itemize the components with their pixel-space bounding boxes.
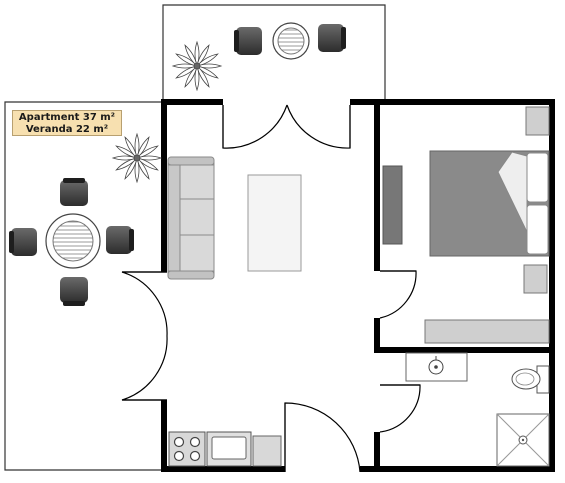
nightstand xyxy=(525,106,550,136)
tv-cabinet xyxy=(382,165,403,245)
plant-icon xyxy=(171,40,223,92)
chair-icon xyxy=(106,226,134,254)
chair-icon xyxy=(234,27,262,55)
walls xyxy=(161,99,555,472)
nightstand xyxy=(523,264,548,294)
chair-icon xyxy=(60,178,88,206)
kitchen-sink-icon xyxy=(206,431,252,467)
stove-icon xyxy=(168,431,206,467)
area-legend: Apartment 37 m² Veranda 22 m² xyxy=(12,110,122,136)
sink-icon xyxy=(405,352,468,382)
sofa xyxy=(167,156,215,280)
veranda-outline xyxy=(4,4,386,471)
bed xyxy=(429,150,550,257)
apartment-area-label: Apartment 37 m² xyxy=(18,112,116,123)
door-leaves xyxy=(122,105,420,472)
toilet-icon xyxy=(511,365,550,394)
chair-icon xyxy=(318,24,346,52)
coffee-table xyxy=(247,174,302,272)
chair-icon xyxy=(60,277,88,306)
round-table-left xyxy=(45,213,101,269)
chair-icon xyxy=(9,228,37,256)
fridge xyxy=(252,435,282,467)
shower-icon xyxy=(496,413,550,467)
wardrobe xyxy=(424,319,550,344)
round-table-top xyxy=(272,22,310,60)
plant-icon xyxy=(112,133,162,183)
door-swings xyxy=(121,104,421,473)
veranda-area-label: Veranda 22 m² xyxy=(25,124,109,135)
